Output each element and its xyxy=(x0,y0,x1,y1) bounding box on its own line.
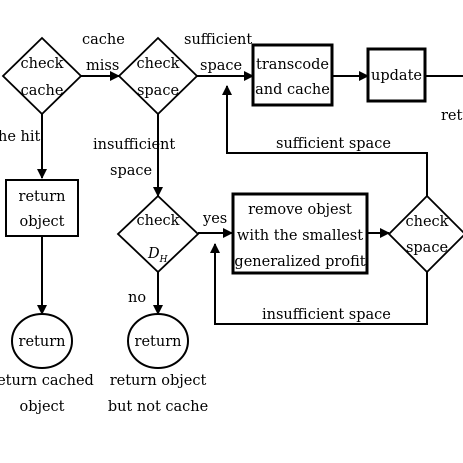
return-cached-caption-line1: return cached xyxy=(0,373,94,389)
transcode-cache-box: transcode and cache xyxy=(251,43,334,107)
return-not-cache-caption-line1: return object xyxy=(110,373,207,389)
check-dh-decision: check DH xyxy=(116,194,200,274)
remove-line3: generalized profit xyxy=(234,254,365,270)
check-dh-line1: check xyxy=(137,213,180,229)
sufficient-top-label-line1: sufficient xyxy=(184,32,252,48)
check-dh-var: D xyxy=(147,246,160,262)
check-space-right-line2: space xyxy=(406,240,448,256)
check-space-top-line1: check xyxy=(137,56,180,72)
update-box: update xyxy=(366,47,427,103)
yes-label: yes xyxy=(202,211,227,227)
cache-miss-label-line2: miss xyxy=(86,58,119,74)
no-label: no xyxy=(128,290,146,306)
sufficient-top-label-line2: space xyxy=(200,58,242,74)
insufficient-loop-label: insufficient space xyxy=(262,307,391,323)
check-dh-sub: H xyxy=(159,255,168,265)
remove-line1: remove objest xyxy=(248,202,352,218)
return-not-cache-caption-line2: but not cache xyxy=(108,399,208,415)
check-space-right-decision: check space xyxy=(387,194,463,274)
remove-line2: with the smallest xyxy=(237,228,363,244)
check-cache-decision: check cache xyxy=(1,36,83,116)
check-dh-variable: DH xyxy=(147,246,168,265)
cut-return-label: retu xyxy=(441,108,463,124)
check-space-top-decision: check space xyxy=(117,36,199,116)
return-cached-label: return xyxy=(19,334,66,350)
check-space-right-line1: check xyxy=(406,214,449,230)
transcode-line1: transcode xyxy=(256,57,329,73)
sufficient-space-loop xyxy=(222,85,428,196)
insufficient-space-loop xyxy=(210,243,428,325)
return-not-cache-label: return xyxy=(135,334,182,350)
check-cache-line1: check xyxy=(21,56,64,72)
sufficient-loop-label: sufficient space xyxy=(276,136,391,152)
hit-label: he hit xyxy=(0,129,41,145)
check-space-top-line2: space xyxy=(137,83,179,99)
return-cached-terminal: return xyxy=(11,313,73,369)
return-object-line2: object xyxy=(19,214,64,230)
check-cache-line2: cache xyxy=(21,83,64,99)
insufficient-left-label-line1: insufficient xyxy=(93,137,175,153)
return-object-box: return object xyxy=(5,179,79,237)
return-not-cache-terminal: return xyxy=(127,313,189,369)
transcode-line2: and cache xyxy=(255,82,330,98)
remove-object-box: remove objest with the smallest generali… xyxy=(231,192,369,275)
update-label: update xyxy=(371,68,422,84)
return-cached-caption-line2: object xyxy=(19,399,64,415)
return-object-line1: return xyxy=(19,189,66,205)
insufficient-left-label-line2: space xyxy=(110,163,152,179)
cache-miss-label-line1: cache xyxy=(82,32,125,48)
